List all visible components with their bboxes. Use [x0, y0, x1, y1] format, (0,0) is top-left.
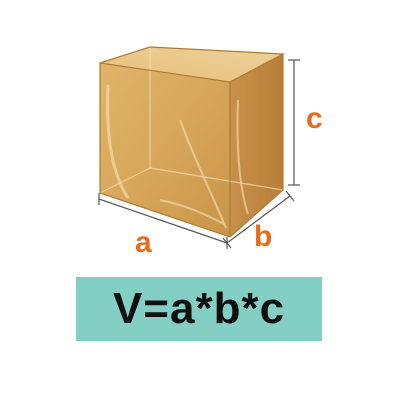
dimension-line-c	[288, 59, 300, 186]
cuboid-highlights	[106, 84, 249, 229]
label-b: b	[254, 220, 272, 253]
cuboid-front-face	[100, 63, 230, 237]
cuboid-inner-edges	[99, 47, 284, 194]
cuboid-top-face	[100, 47, 283, 82]
volume-formula: V=a*b*c	[112, 284, 286, 333]
label-a: a	[135, 226, 152, 259]
dimension-line-b	[222, 190, 295, 249]
cuboid-outline	[99, 46, 286, 238]
label-c: c	[306, 102, 323, 135]
formula-box: V=a*b*c	[76, 277, 322, 341]
